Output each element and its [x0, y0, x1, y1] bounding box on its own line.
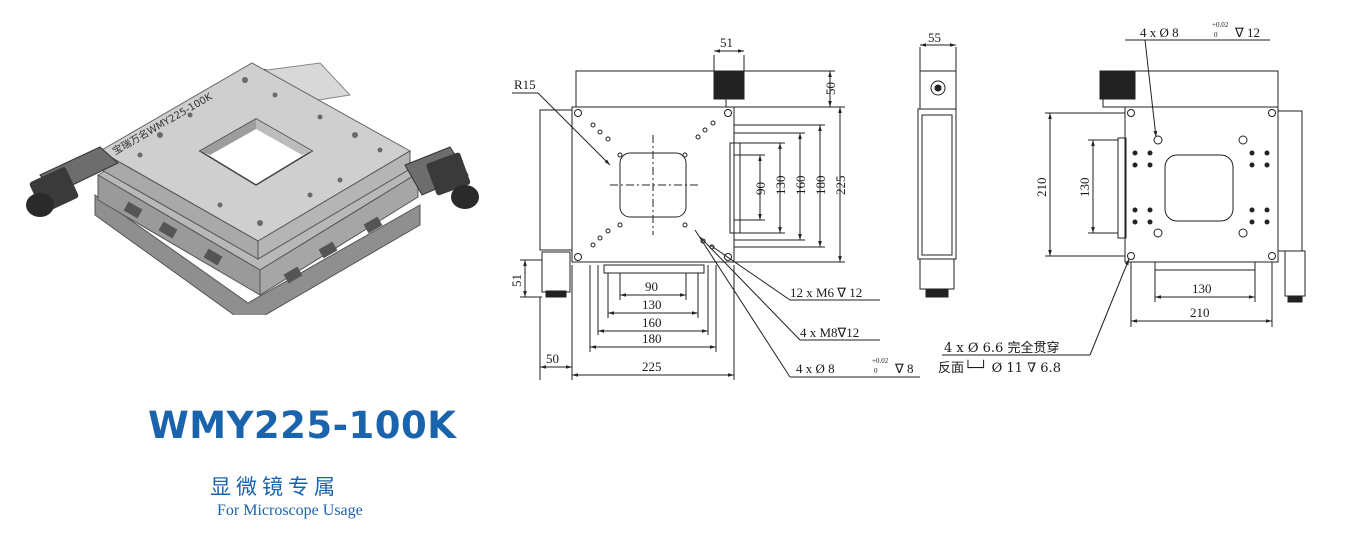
bottom-view — [1099, 70, 1306, 303]
front-view — [539, 70, 745, 298]
dim-v-160: 160 — [793, 176, 808, 196]
dim-v-130: 130 — [773, 176, 788, 196]
limit-switches — [123, 201, 383, 284]
dim-top-motor-width: 51 — [720, 35, 733, 50]
bottom-callout-pin-tol-top: +0.02 — [1212, 21, 1229, 29]
callout-pin-tol-top: +0.02 — [872, 357, 889, 365]
callout-pin: 4 x Ø 8 — [796, 361, 835, 376]
product-subtitle-cn: 显微镜专属 — [210, 475, 340, 499]
stage-product-image: 宝瑞万名WMY225-100K — [26, 62, 479, 315]
callout-pin-tol-bot: 0 — [874, 367, 878, 375]
dim-v-90: 90 — [753, 182, 768, 195]
dim-h-130: 130 — [642, 297, 662, 312]
technical-drawing: R15 51 50 225 180 160 130 90 90 130 160 … — [509, 21, 1306, 380]
bottom-view-dimensions — [942, 39, 1273, 356]
bottom-dim-v-210: 210 — [1034, 178, 1049, 198]
bottom-callout-pin: 4 x Ø 8 — [1140, 25, 1179, 40]
dim-left-motor-width: 50 — [546, 351, 559, 366]
counterbore-callout: 反面└─┘ Ø 11 ∇ 6.8 — [938, 359, 1061, 376]
mounting-holes — [137, 77, 383, 226]
dim-v-180: 180 — [813, 176, 828, 196]
radius-label: R15 — [514, 77, 536, 92]
bottom-dim-h-210: 210 — [1190, 305, 1210, 320]
bottom-callout-pin-tol-bot: 0 — [1214, 31, 1218, 39]
callout-pin-depth: ∇ 8 — [894, 361, 913, 376]
bottom-dim-h-130: 130 — [1192, 281, 1212, 296]
dim-left-motor-height: 51 — [509, 274, 524, 287]
side-view — [917, 43, 957, 298]
callout-m6: 12 x M6 ∇ 12 — [790, 285, 862, 300]
dim-v-225: 225 — [833, 176, 848, 196]
dim-h-90: 90 — [645, 279, 658, 294]
bottom-callout-pin-depth: ∇ 12 — [1234, 25, 1260, 40]
product-subtitle-en: For Microscope Usage — [217, 502, 363, 519]
product-model-title: WMY225-100K — [148, 404, 457, 447]
dim-h-180: 180 — [642, 331, 662, 346]
motor-left — [26, 146, 119, 217]
front-view-dimensions — [512, 49, 920, 380]
dim-h-225: 225 — [642, 359, 662, 374]
stage-base-side — [94, 194, 421, 315]
bottom-dim-v-130: 130 — [1077, 178, 1092, 198]
dim-h-160: 160 — [642, 315, 662, 330]
through-hole-callout: 4 x Ø 6.6 完全贯穿 — [944, 340, 1059, 356]
callout-m8: 4 x M8∇12 — [800, 325, 859, 340]
side-view-width: 55 — [928, 30, 941, 45]
dim-top-motor-height: 50 — [823, 82, 838, 95]
motor-right — [404, 146, 479, 209]
